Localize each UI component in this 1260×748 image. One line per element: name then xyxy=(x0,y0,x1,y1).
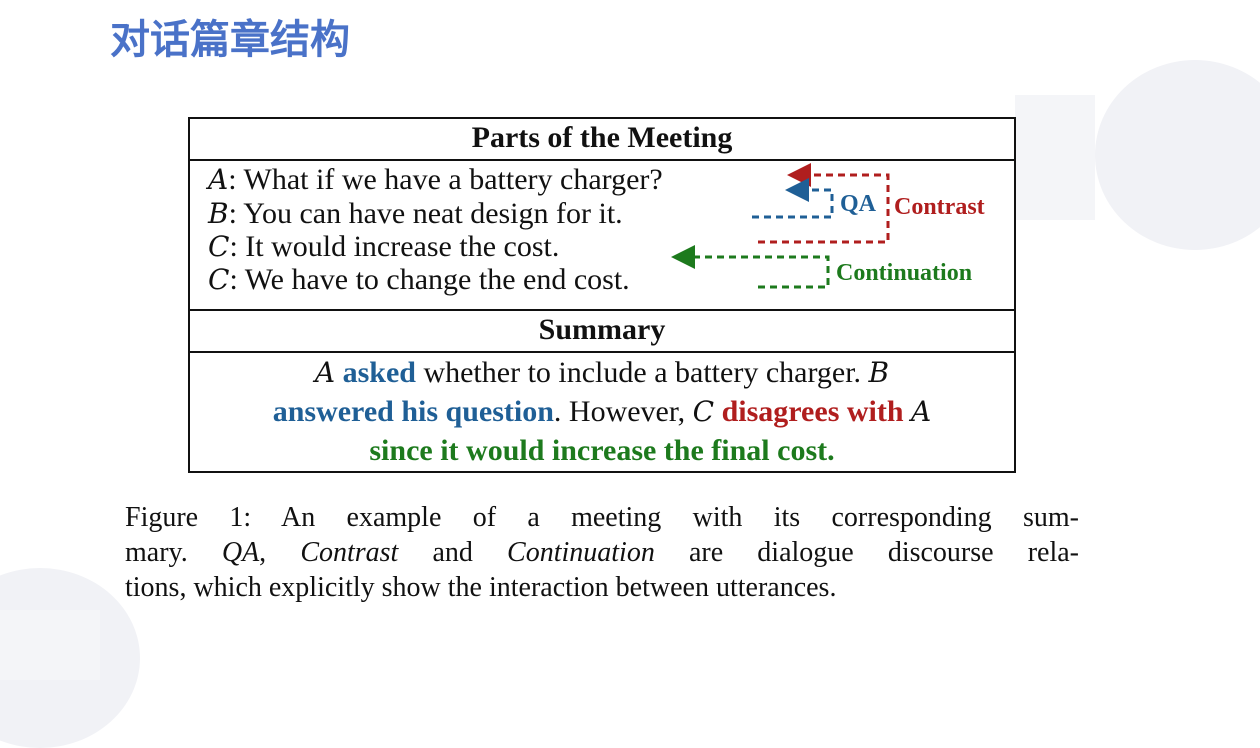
relation-arrows xyxy=(671,163,890,289)
caption-line: mary. QA, Contrast and Continuation are … xyxy=(125,535,1079,570)
summary-segment: . However, xyxy=(553,395,693,428)
contrast-relation-label: Contrast xyxy=(894,194,985,220)
summary-text: A asked whether to include a battery cha… xyxy=(190,353,1014,471)
decorative-rectangle xyxy=(0,610,100,680)
summary-header: Summary xyxy=(190,309,1014,353)
caption-segment: and xyxy=(398,537,508,568)
utterance: C: We have to change the end cost. xyxy=(208,263,630,296)
speaker-label: C xyxy=(208,230,230,263)
continuation-relation-arrow xyxy=(671,245,830,289)
caption-line: tions, which explicitly show the interac… xyxy=(125,572,837,603)
speaker-label: C xyxy=(692,395,715,428)
utterance-text: : We have to change the end cost. xyxy=(229,263,630,296)
utterance: A: What if we have a battery charger? xyxy=(208,163,663,196)
figure-caption: Figure 1: An example of a meeting with i… xyxy=(125,500,1079,605)
caption-line: Figure 1: An example of a meeting with i… xyxy=(125,502,1079,533)
speaker-label: A xyxy=(208,163,229,196)
contrast-relation-arrow xyxy=(758,163,890,244)
caption-segment: , xyxy=(259,537,301,568)
qa-relation-arrow xyxy=(752,178,834,219)
continuation-relation-label: Continuation xyxy=(836,260,973,286)
utterance-text: : It would increase the cost. xyxy=(229,230,560,263)
meeting-header: Parts of the Meeting xyxy=(190,119,1014,161)
meeting-figure: Parts of the Meeting A: What if we have … xyxy=(188,117,1016,473)
utterance: B: You can have neat design for it. xyxy=(208,197,623,230)
qa-highlight: answered his question xyxy=(272,395,554,428)
qa-highlight: asked xyxy=(335,356,416,389)
speaker-label: C xyxy=(208,263,230,296)
decorative-circle xyxy=(1095,60,1260,250)
meeting-utterances: A: What if we have a battery charger? B:… xyxy=(190,161,1014,309)
summary-segment: whether to include a battery charger. xyxy=(415,356,869,389)
speaker-label: B xyxy=(208,197,229,230)
caption-term: QA xyxy=(221,537,260,568)
caption-segment: mary. xyxy=(125,537,222,568)
speaker-label: A xyxy=(314,356,336,389)
utterance: C: It would increase the cost. xyxy=(208,230,559,263)
caption-segment: are dialogue discourse rela- xyxy=(654,537,1079,568)
decorative-rectangle xyxy=(1015,95,1095,220)
contrast-highlight: disagrees with xyxy=(714,395,912,428)
speaker-label: A xyxy=(911,395,932,428)
slide-title: 对话篇章结构 xyxy=(110,17,350,63)
continuation-highlight: since it would increase the final cost. xyxy=(369,434,835,467)
utterance-text: : What if we have a battery charger? xyxy=(228,163,663,196)
caption-term: Continuation xyxy=(507,537,655,568)
caption-term: Contrast xyxy=(300,537,399,568)
qa-relation-label: QA xyxy=(840,191,876,217)
speaker-label: B xyxy=(868,356,890,389)
utterance-text: : You can have neat design for it. xyxy=(228,197,623,230)
